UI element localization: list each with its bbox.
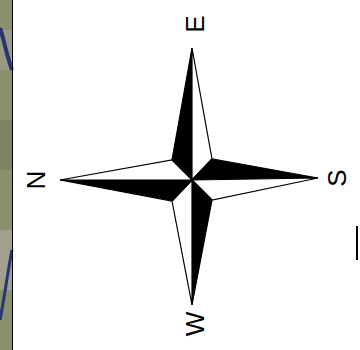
direction-letter: E — [182, 15, 208, 32]
aerial-photo-strip — [0, 0, 12, 350]
frame-mark — [356, 226, 358, 260]
compass-rose — [60, 48, 318, 305]
rose-point — [172, 48, 192, 180]
rose-point — [192, 180, 212, 305]
rose-point — [192, 159, 318, 180]
rose-point — [60, 180, 192, 201]
rose-point — [192, 48, 212, 180]
rose-point — [192, 178, 318, 200]
frame-line — [12, 0, 13, 350]
direction-letter: N — [23, 171, 49, 190]
rose-point — [172, 180, 192, 305]
direction-letter: S — [324, 169, 350, 186]
rose-point — [60, 160, 192, 180]
direction-letter: W — [182, 312, 208, 337]
